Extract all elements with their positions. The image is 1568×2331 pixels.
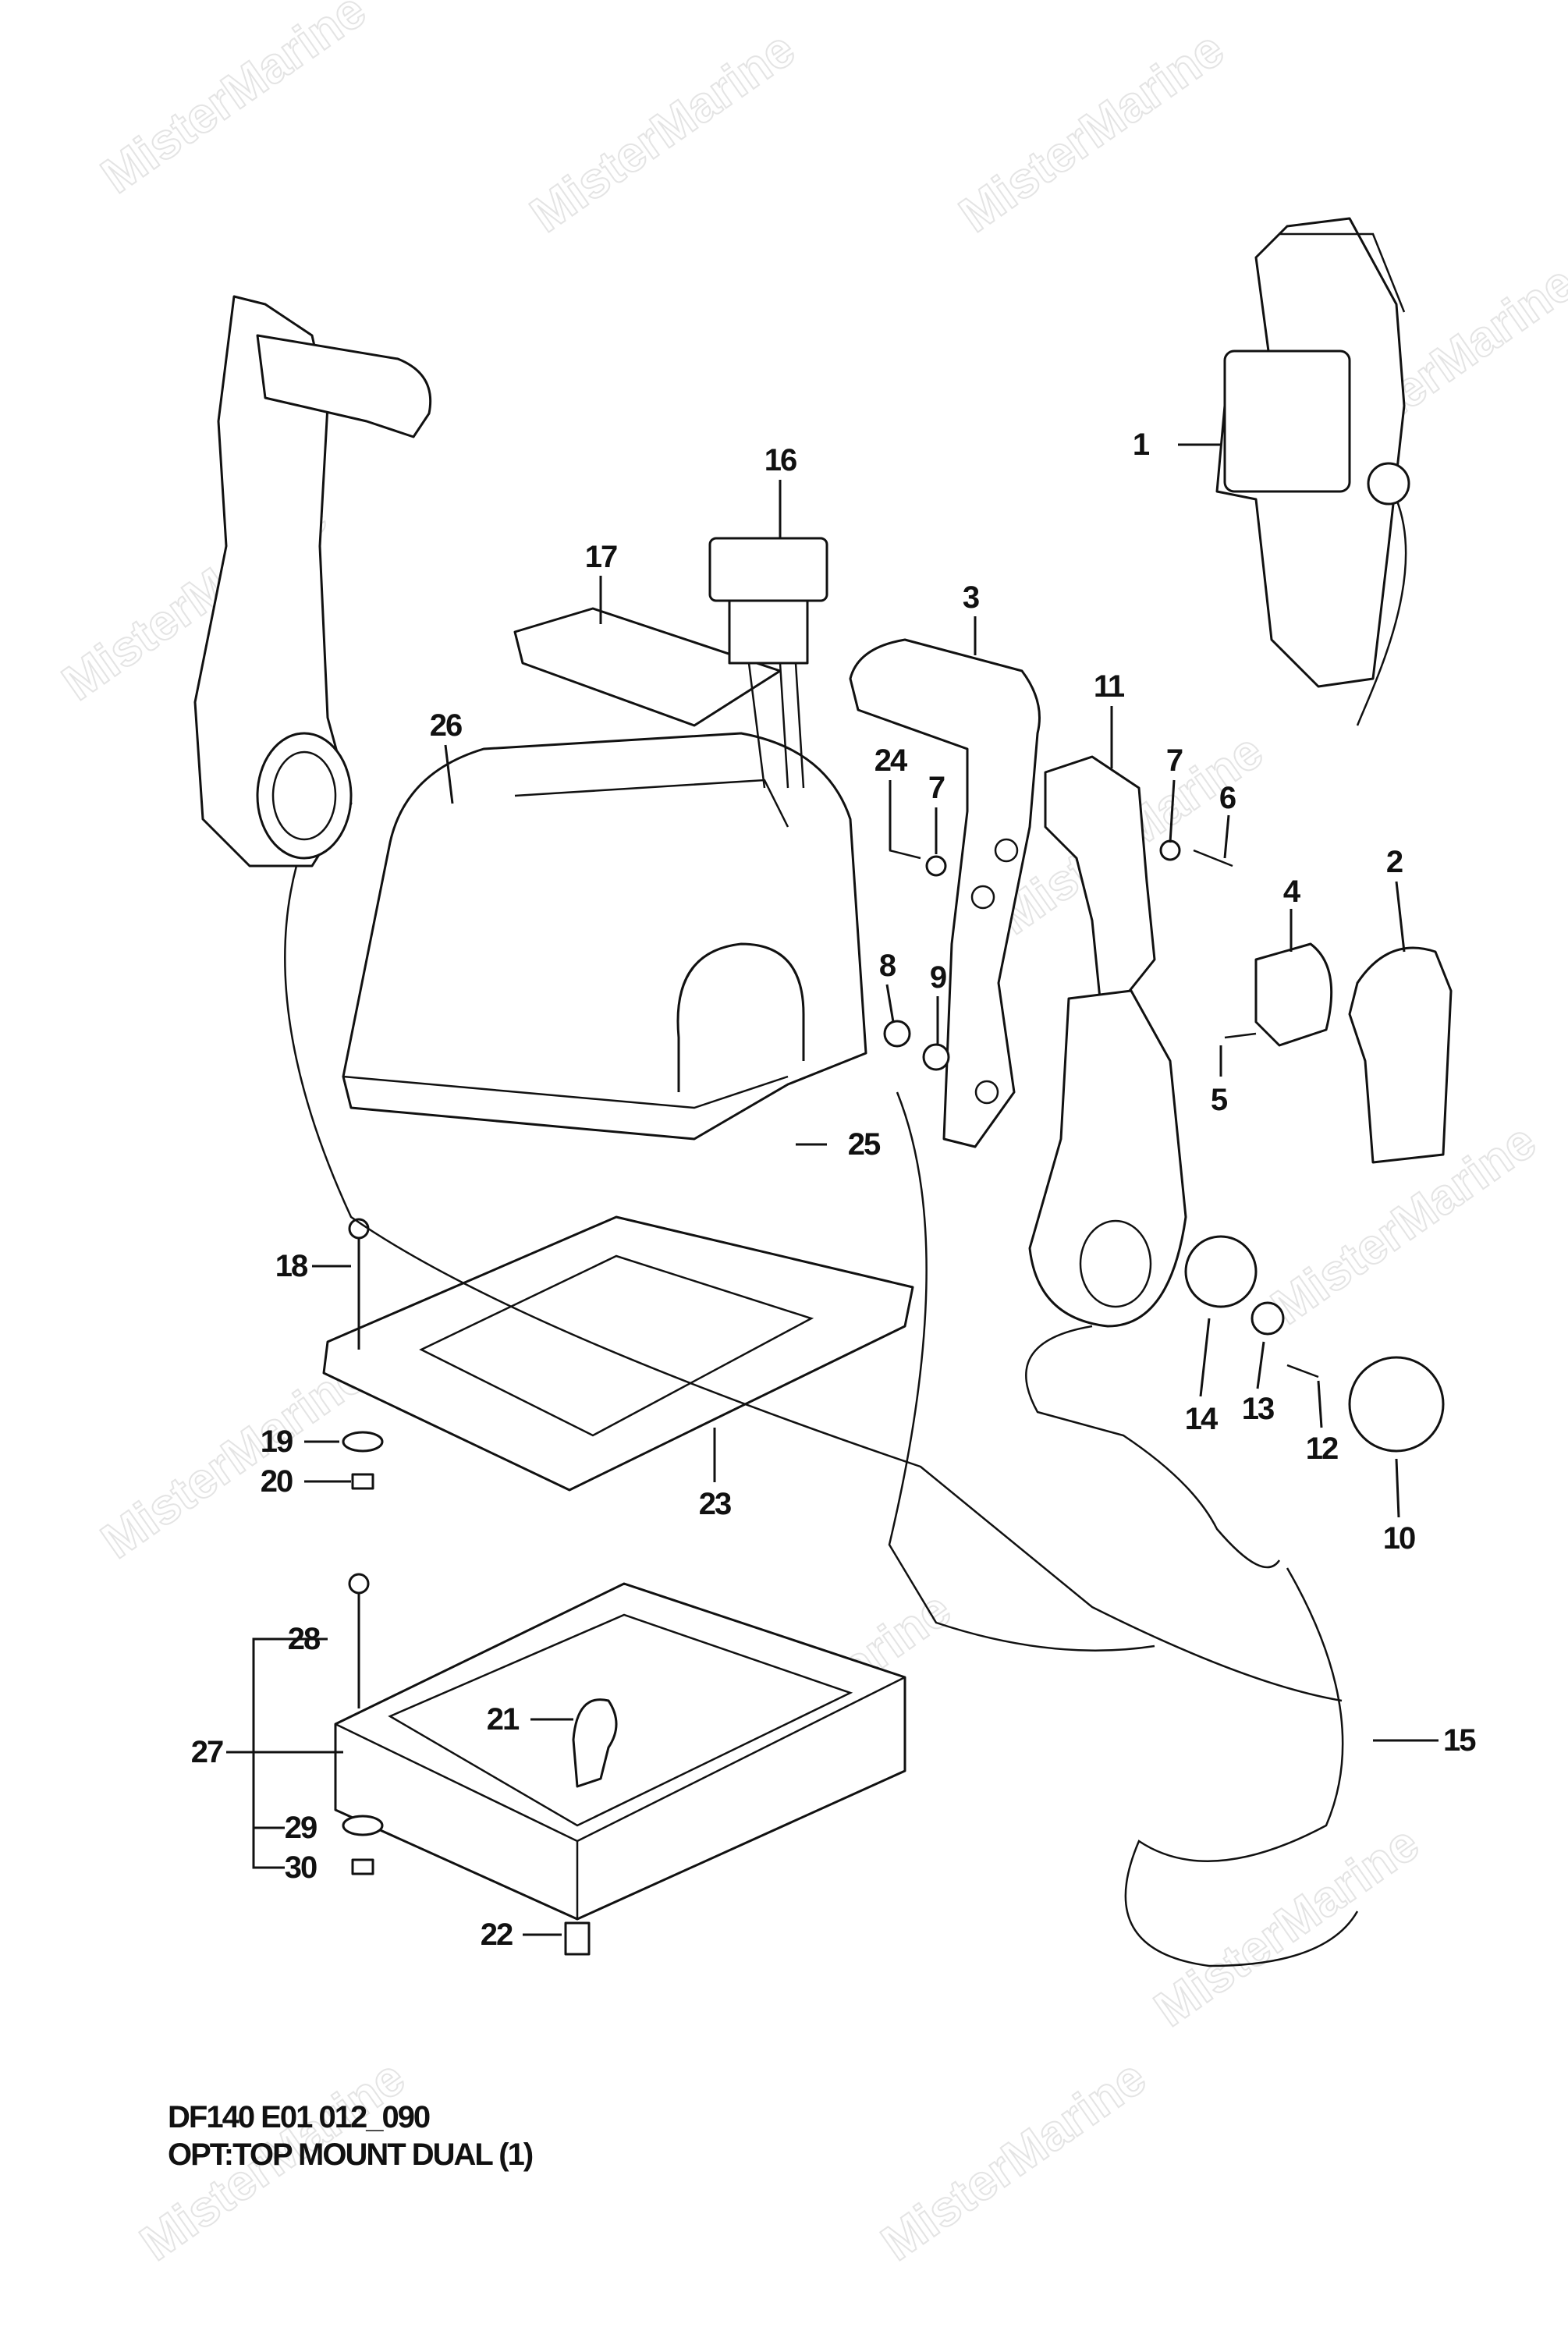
callout-13: 13 (1242, 1392, 1274, 1426)
switch-plate-and-switch (513, 537, 828, 789)
svg-text:MisterMarine: MisterMarine (871, 2049, 1156, 2271)
bracket-3 (849, 638, 1041, 1148)
callout-29: 29 (285, 1811, 317, 1845)
right-lever-arm (1028, 755, 1187, 1328)
control-unit-assembly (1215, 217, 1410, 726)
callout-3: 3 (963, 580, 979, 615)
callout-17: 17 (585, 540, 617, 574)
callout-18: 18 (275, 1249, 308, 1283)
callout-1: 1 (1133, 428, 1150, 462)
svg-text:MisterMarine: MisterMarine (91, 0, 376, 204)
callout-14: 14 (1185, 1402, 1219, 1436)
diagram-title: OPT:TOP MOUNT DUAL (1) (168, 2138, 534, 2172)
callout-labels: 1 2 3 4 5 6 7 7 8 9 10 11 12 13 14 15 16… (191, 428, 1478, 1952)
callout-22: 22 (481, 1918, 513, 1952)
callout-30: 30 (285, 1850, 317, 1885)
svg-text:MisterMarine: MisterMarine (91, 1346, 376, 1569)
callout-15: 15 (1443, 1723, 1476, 1758)
callout-24: 24 (874, 743, 908, 778)
callout-28: 28 (288, 1622, 321, 1656)
callout-16: 16 (764, 443, 796, 477)
callout-25: 25 (848, 1127, 881, 1162)
cover-housing (342, 732, 867, 1141)
callout-8: 8 (879, 949, 896, 983)
callout-7: 7 (1166, 743, 1183, 778)
wiring-harness (284, 865, 1359, 1967)
callout-2: 2 (1386, 845, 1403, 879)
callout-20: 20 (261, 1464, 293, 1499)
callout-5: 5 (1211, 1083, 1228, 1117)
svg-text:MisterMarine: MisterMarine (520, 20, 805, 243)
model-code: DF140 E01 012_090 (168, 2100, 431, 2134)
left-lever (193, 295, 432, 867)
callout-10: 10 (1383, 1521, 1415, 1556)
callout-6: 6 (1219, 781, 1236, 815)
callout-9: 9 (930, 960, 946, 995)
callout-19: 19 (261, 1424, 293, 1459)
callout-4: 4 (1283, 875, 1301, 909)
svg-text:MisterMarine: MisterMarine (1144, 1815, 1429, 2037)
callout-11: 11 (1094, 669, 1125, 704)
callout-12: 12 (1306, 1432, 1338, 1466)
callout-27: 27 (191, 1735, 223, 1769)
small-parts-right (883, 839, 1453, 1453)
callout-23: 23 (699, 1487, 731, 1521)
leader-lines (226, 443, 1439, 1936)
callout-26: 26 (430, 708, 462, 743)
callout-21: 21 (487, 1702, 520, 1737)
callout-7: 7 (928, 771, 945, 805)
svg-text:MisterMarine: MisterMarine (949, 20, 1234, 243)
